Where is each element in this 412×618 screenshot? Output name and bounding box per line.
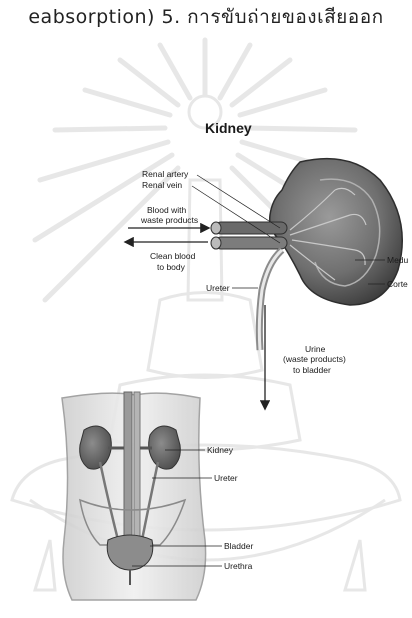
label-bladder: Bladder bbox=[224, 541, 253, 551]
body-torso bbox=[62, 392, 206, 600]
label-ureter-top: Ureter bbox=[206, 283, 230, 293]
label-medulla: Medu bbox=[387, 255, 409, 265]
large-kidney bbox=[211, 159, 402, 350]
label-clean-blood-1: Clean blood bbox=[150, 251, 196, 261]
label-blood-waste-2: waste products bbox=[140, 215, 198, 225]
label-clean-blood-2: to body bbox=[157, 262, 186, 272]
diagram-title: Kidney bbox=[205, 120, 252, 136]
label-cortex: Corte bbox=[387, 279, 408, 289]
label-ureter-body: Ureter bbox=[214, 473, 238, 483]
label-urethra: Urethra bbox=[224, 561, 253, 571]
label-urine-3: to bladder bbox=[293, 365, 331, 375]
label-urine-1: Urine bbox=[305, 344, 326, 354]
label-blood-waste-1: Blood with bbox=[147, 205, 186, 215]
label-renal-artery: Renal artery bbox=[142, 169, 189, 179]
label-urine-2: (waste products) bbox=[283, 354, 346, 364]
label-kidney-body: Kidney bbox=[207, 445, 234, 455]
label-renal-vein: Renal vein bbox=[142, 180, 182, 190]
